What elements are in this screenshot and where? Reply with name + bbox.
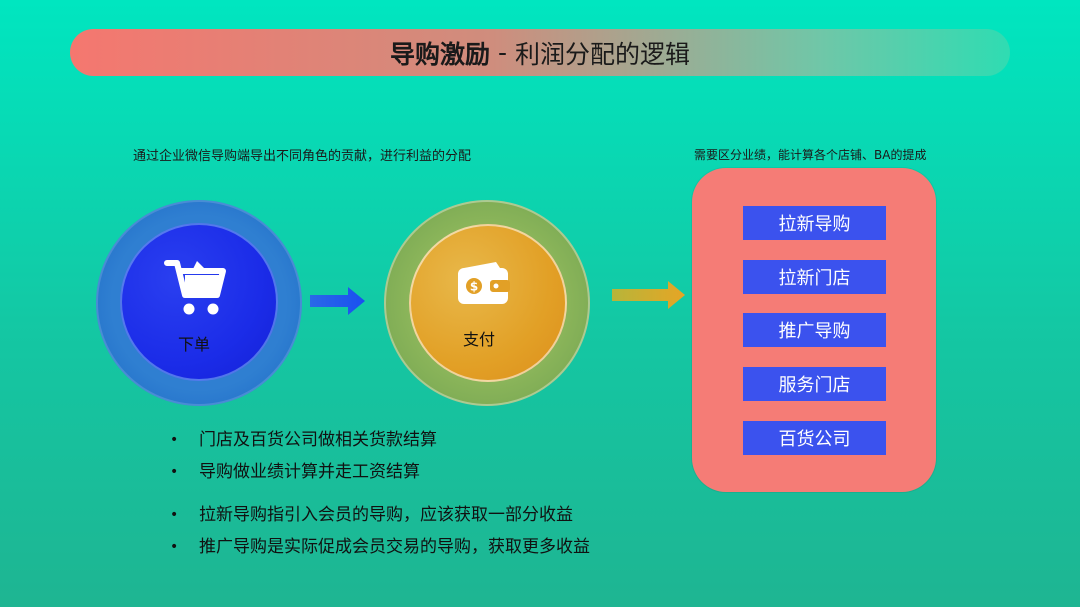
bullet-list-settlement: 门店及百货公司做相关货款结算 导购做业绩计算并走工资结算 [170,424,437,488]
list-item: 拉新导购指引入会员的导购，应该获取一部分收益 [170,499,590,531]
list-item: 门店及百货公司做相关货款结算 [170,424,437,456]
wallet-icon: $ [458,262,510,304]
arrow-right-icon [612,281,685,309]
shopping-cart-icon [164,260,226,315]
caption-right: 需要区分业绩，能计算各个店铺、BA的提成 [694,148,927,162]
svg-text:$: $ [470,280,478,294]
role-item: 拉新门店 [743,260,886,294]
role-item: 百货公司 [743,421,886,455]
arrow-right-icon [310,287,365,315]
list-item: 导购做业绩计算并走工资结算 [170,456,437,488]
title-bar: 导购激励 - 利润分配的逻辑 [70,29,1010,76]
title-separator: - [497,38,508,67]
role-item: 推广导购 [743,313,886,347]
bullet-list-guides: 拉新导购指引入会员的导购，应该获取一部分收益 推广导购是实际促成会员交易的导购，… [170,499,590,563]
step-pay-label: 支付 [462,330,495,349]
step-order-label: 下单 [177,335,210,354]
title-rest: 利润分配的逻辑 [515,39,691,69]
role-item: 拉新导购 [743,206,886,240]
title-strong: 导购激励 [389,39,490,69]
caption-left: 通过企业微信导购端导出不同角色的贡献，进行利益的分配 [133,149,472,164]
role-item: 服务门店 [743,367,886,401]
list-item: 推广导购是实际促成会员交易的导购，获取更多收益 [170,531,590,563]
order-inner-circle [120,223,278,381]
